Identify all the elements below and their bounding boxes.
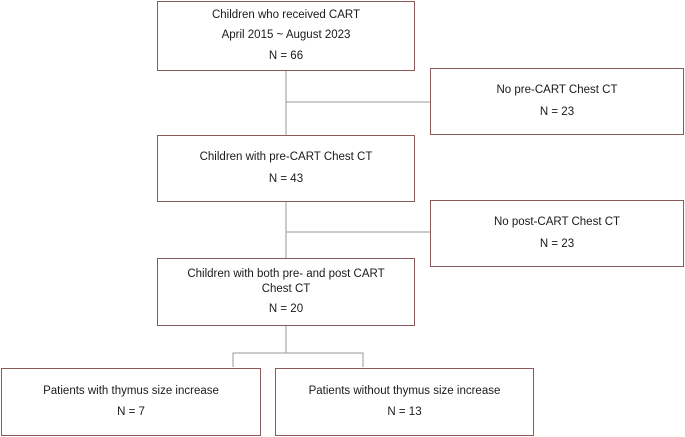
box-no-post-ct-count: N = 23 <box>539 237 575 250</box>
box-patients-with-thymus-increase: Patients with thymus size increase N = 7 <box>1 368 261 436</box>
box-no-pre-cart-chest-ct: No pre-CART Chest CT N = 23 <box>430 68 684 135</box>
box-patients-without-thymus-increase: Patients without thymus size increase N … <box>275 368 534 436</box>
box-no-thymus-increase-title: Patients without thymus size increase <box>308 384 501 397</box>
box-no-post-ct-title: No post-CART Chest CT <box>493 216 621 229</box>
box-thymus-increase-title: Patients with thymus size increase <box>43 384 219 397</box>
box-both-ct-count: N = 20 <box>268 303 304 316</box>
box-total-title: Children who received CART <box>211 9 361 22</box>
box-thymus-increase-count: N = 7 <box>117 406 145 418</box>
box-both-ct-title-line1: Children with both pre- and post CART <box>187 267 385 280</box>
box-children-with-both-chest-ct: Children with both pre- and post CART Ch… <box>157 258 415 326</box>
box-no-pre-ct-title: No pre-CART Chest CT <box>496 84 618 97</box>
box-no-pre-ct-count: N = 23 <box>539 105 575 118</box>
box-pre-ct-title: Children with pre-CART Chest CT <box>199 151 373 164</box>
box-total-count: N = 66 <box>268 49 304 62</box>
box-no-post-cart-chest-ct: No post-CART Chest CT N = 23 <box>430 200 684 267</box>
box-pre-ct-count: N = 43 <box>268 172 304 185</box>
connector-split-bracket <box>232 352 364 367</box>
box-no-thymus-increase-count: N = 13 <box>387 406 422 418</box>
box-children-with-pre-cart-chest-ct: Children with pre-CART Chest CT N = 43 <box>157 135 415 202</box>
box-both-ct-title-line2: Chest CT <box>261 282 311 295</box>
box-total-date-range: April 2015 ~ August 2023 <box>221 29 351 42</box>
box-children-received-cart: Children who received CART April 2015 ~ … <box>157 1 415 71</box>
